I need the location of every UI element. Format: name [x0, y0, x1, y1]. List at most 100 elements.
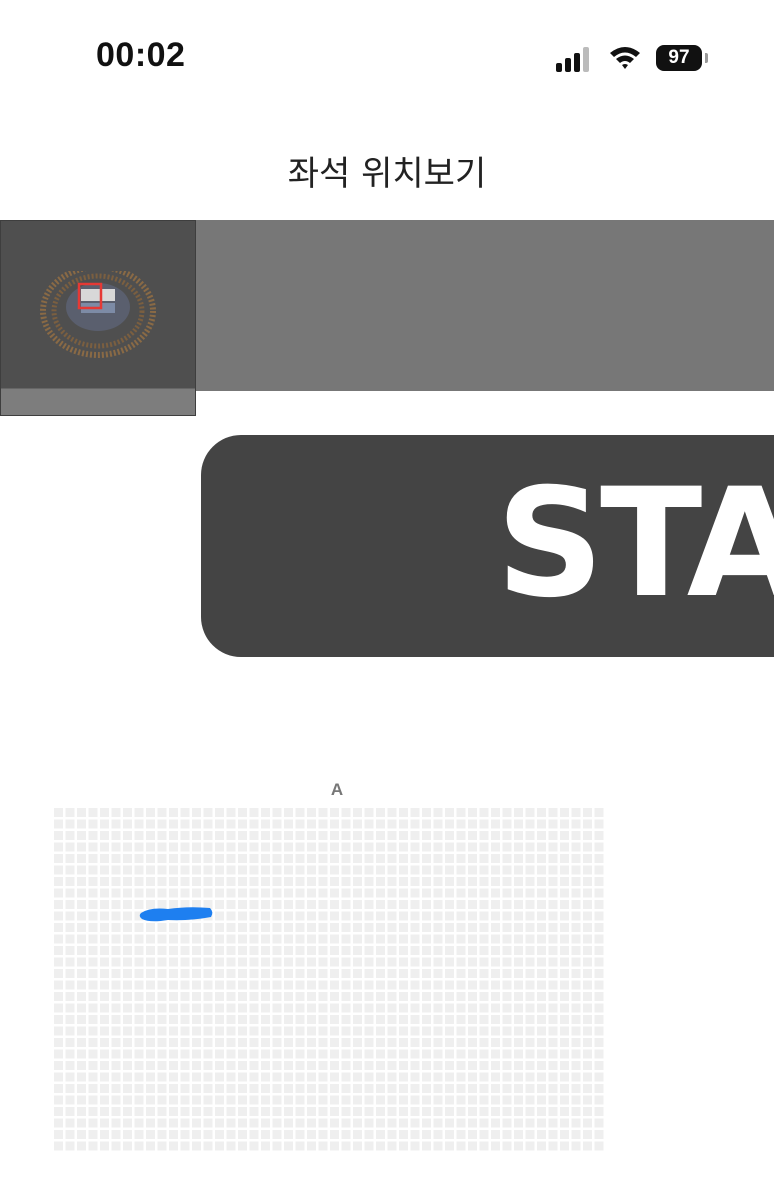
- seat[interactable]: [272, 911, 282, 921]
- seat[interactable]: [88, 1084, 98, 1093]
- seat[interactable]: [537, 819, 546, 829]
- seat[interactable]: [514, 1118, 523, 1128]
- seat[interactable]: [226, 1095, 236, 1105]
- seat[interactable]: [525, 865, 535, 875]
- seat[interactable]: [387, 1118, 397, 1128]
- seat[interactable]: [376, 934, 385, 944]
- seat[interactable]: [238, 808, 247, 817]
- seat[interactable]: [341, 1141, 351, 1151]
- seat[interactable]: [410, 854, 420, 863]
- seat[interactable]: [54, 923, 63, 932]
- seat[interactable]: [226, 831, 236, 840]
- seat[interactable]: [399, 1095, 408, 1105]
- seat[interactable]: [548, 934, 558, 944]
- seat[interactable]: [123, 900, 132, 909]
- seat[interactable]: [525, 808, 535, 817]
- seat[interactable]: [491, 1118, 500, 1128]
- seat[interactable]: [594, 1107, 604, 1116]
- seat[interactable]: [433, 831, 443, 840]
- seat[interactable]: [387, 819, 397, 829]
- seat[interactable]: [226, 992, 236, 1001]
- seat[interactable]: [583, 831, 592, 840]
- seat[interactable]: [54, 888, 63, 898]
- seat[interactable]: [353, 1072, 362, 1082]
- seat[interactable]: [100, 1061, 109, 1070]
- seat[interactable]: [215, 877, 224, 886]
- seat[interactable]: [180, 946, 190, 955]
- seat[interactable]: [123, 946, 132, 955]
- seat[interactable]: [502, 1061, 512, 1070]
- seat[interactable]: [468, 992, 477, 1001]
- seat[interactable]: [146, 1118, 155, 1128]
- seat[interactable]: [583, 1015, 592, 1024]
- seat[interactable]: [537, 865, 546, 875]
- seat[interactable]: [284, 1095, 293, 1105]
- seat[interactable]: [548, 1141, 558, 1151]
- seat[interactable]: [560, 900, 569, 909]
- seat[interactable]: [295, 831, 305, 840]
- seat[interactable]: [399, 1038, 408, 1047]
- seat[interactable]: [433, 1026, 443, 1036]
- seat[interactable]: [399, 1084, 408, 1093]
- seat[interactable]: [203, 1049, 213, 1059]
- seat[interactable]: [272, 980, 282, 990]
- seat[interactable]: [272, 923, 282, 932]
- seat[interactable]: [514, 1107, 523, 1116]
- seat[interactable]: [479, 819, 489, 829]
- seat[interactable]: [318, 819, 328, 829]
- seat[interactable]: [88, 1026, 98, 1036]
- seat[interactable]: [502, 1003, 512, 1013]
- seat[interactable]: [261, 980, 270, 990]
- seat[interactable]: [410, 1118, 420, 1128]
- seat[interactable]: [548, 1061, 558, 1070]
- seat[interactable]: [272, 1061, 282, 1070]
- seat[interactable]: [571, 923, 581, 932]
- seat[interactable]: [422, 946, 431, 955]
- seat[interactable]: [594, 1130, 604, 1139]
- seat[interactable]: [387, 1107, 397, 1116]
- seat[interactable]: [376, 808, 385, 817]
- seat[interactable]: [77, 1141, 86, 1151]
- seat[interactable]: [456, 946, 466, 955]
- seat[interactable]: [376, 969, 385, 978]
- seat[interactable]: [77, 923, 86, 932]
- seat[interactable]: [445, 900, 454, 909]
- seat[interactable]: [387, 911, 397, 921]
- seat[interactable]: [261, 900, 270, 909]
- seat[interactable]: [456, 934, 466, 944]
- seat[interactable]: [502, 934, 512, 944]
- seat[interactable]: [295, 1003, 305, 1013]
- seat[interactable]: [410, 980, 420, 990]
- seat[interactable]: [387, 1141, 397, 1151]
- seat[interactable]: [571, 1038, 581, 1047]
- seat[interactable]: [560, 1130, 569, 1139]
- seat[interactable]: [330, 1130, 339, 1139]
- seat[interactable]: [88, 1003, 98, 1013]
- seat[interactable]: [203, 819, 213, 829]
- minimap[interactable]: [0, 220, 196, 416]
- seat[interactable]: [54, 865, 63, 875]
- seat[interactable]: [514, 808, 523, 817]
- seat[interactable]: [180, 1038, 190, 1047]
- seat[interactable]: [537, 934, 546, 944]
- seat[interactable]: [295, 842, 305, 852]
- seat[interactable]: [100, 808, 109, 817]
- seat[interactable]: [594, 957, 604, 967]
- seat[interactable]: [341, 808, 351, 817]
- seat[interactable]: [295, 1061, 305, 1070]
- seat[interactable]: [100, 1026, 109, 1036]
- seat[interactable]: [514, 865, 523, 875]
- seat[interactable]: [583, 1095, 592, 1105]
- seat[interactable]: [364, 923, 374, 932]
- seat[interactable]: [422, 969, 431, 978]
- seat[interactable]: [502, 842, 512, 852]
- seat[interactable]: [560, 923, 569, 932]
- seat[interactable]: [410, 934, 420, 944]
- seat[interactable]: [123, 957, 132, 967]
- seat[interactable]: [491, 1130, 500, 1139]
- seat[interactable]: [261, 946, 270, 955]
- seat[interactable]: [134, 1141, 144, 1151]
- seat[interactable]: [571, 957, 581, 967]
- seat[interactable]: [571, 808, 581, 817]
- seat[interactable]: [445, 934, 454, 944]
